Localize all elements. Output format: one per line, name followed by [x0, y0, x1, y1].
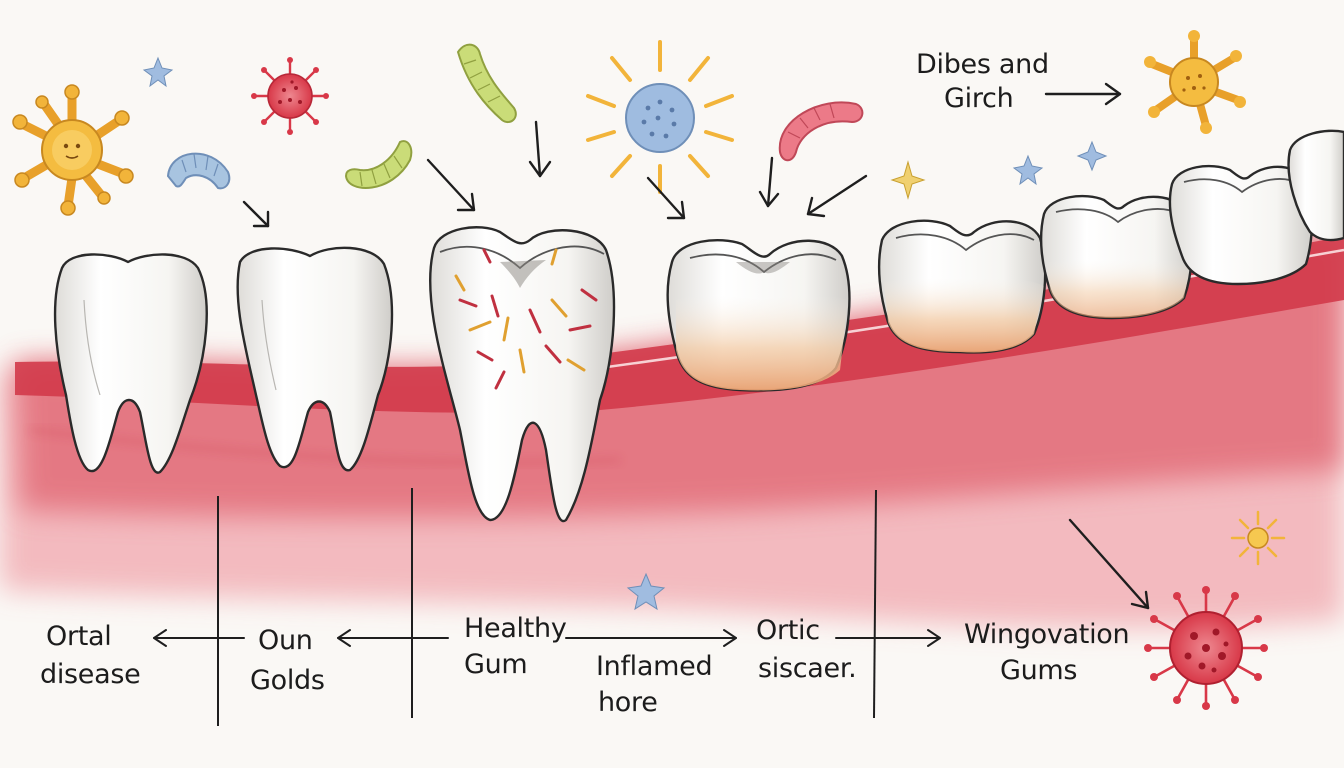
- label-oun-golds-line1: Oun: [258, 625, 313, 656]
- label-top-right-line1: Dibes and: [916, 49, 1049, 80]
- label-healthy-gum-line2: Gum: [464, 649, 528, 680]
- pointer-arrows: [242, 82, 1150, 610]
- tooth-6: [1039, 194, 1194, 320]
- label-oral-disease-line1: Ortal: [46, 621, 112, 652]
- label-wingovation-gums-line2: Gums: [1000, 655, 1078, 686]
- label-wingovation-gums-line1: Wingovation: [964, 619, 1130, 650]
- tooth-8: [1287, 129, 1344, 242]
- sparkle-star-icon: [142, 56, 1108, 611]
- label-inflamed-hore-line1: Inflamed: [596, 651, 713, 682]
- small-sun-microbe-icon: [1230, 510, 1286, 566]
- red-virus-icon: [251, 57, 329, 135]
- tooth-4-stained: [666, 239, 851, 392]
- label-top-right-line2: Girch: [944, 83, 1014, 114]
- decay-marks: [454, 248, 598, 390]
- blue-spore-icon: [586, 40, 734, 194]
- green-worm-icon: [344, 140, 413, 189]
- orange-microbe-icon-right: [1144, 30, 1246, 134]
- label-oral-disease-line2: disease: [40, 659, 141, 690]
- label-ortic-siscaer-line1: Ortic: [756, 615, 820, 646]
- separator-lines: [217, 488, 877, 726]
- label-inflamed-hore-line2: hore: [598, 687, 658, 718]
- red-virus-icon-large: [1144, 586, 1268, 710]
- label-ortic-siscaer-line2: siscaer.: [758, 653, 857, 684]
- label-healthy-gum-line1: Healthy: [464, 613, 567, 644]
- label-oun-golds-line2: Golds: [250, 665, 325, 696]
- tooth-1: [53, 253, 208, 474]
- tooth-3-decayed: [429, 226, 616, 523]
- green-worm-icon-top: [456, 43, 517, 124]
- pink-worm-icon: [778, 101, 864, 162]
- orange-microbe-icon: [12, 84, 134, 216]
- blue-worm-icon: [166, 152, 231, 190]
- tooth-5-stained: [877, 219, 1047, 354]
- flow-arrows: [153, 629, 941, 647]
- tooth-2: [236, 246, 394, 472]
